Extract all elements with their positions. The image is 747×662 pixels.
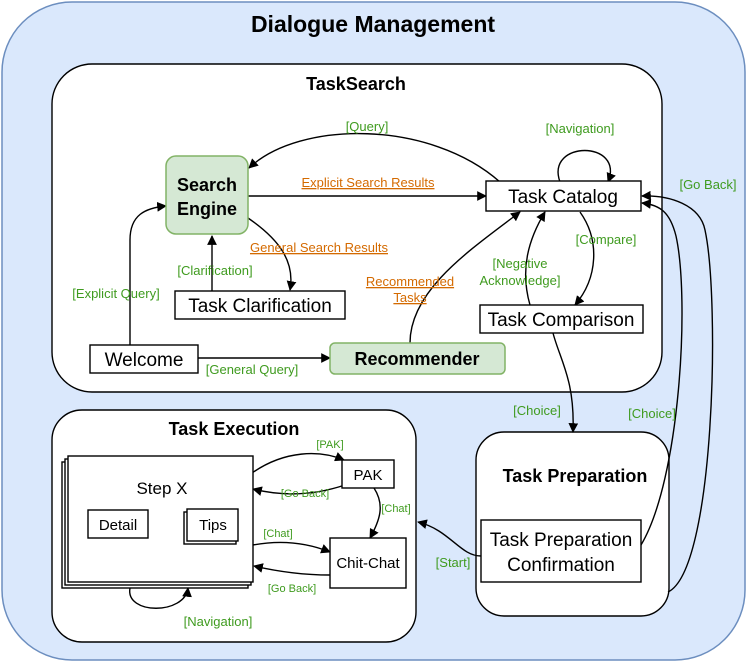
node-search-engine-label-2: Engine: [177, 199, 237, 219]
edge-explicit-query: [129, 201, 167, 345]
node-task-preparation-confirmation: [480, 519, 642, 583]
edge-label-choice-comparison: [Choice]: [513, 403, 561, 418]
edge-label-compare: [Compare]: [576, 232, 637, 247]
node-pak-label: PAK: [354, 467, 383, 484]
edge-go-back-catalog: [641, 190, 714, 593]
edge-go-back-chat: [253, 563, 331, 576]
edge-query: [248, 132, 501, 183]
task-execution-title: Task Execution: [169, 419, 300, 439]
node-welcome-label: Welcome: [105, 350, 184, 371]
task-search-title: TaskSearch: [306, 74, 406, 94]
edge-label-negative-1: [Negative: [493, 256, 548, 271]
edge-label-query: [Query]: [346, 119, 389, 134]
node-tips: [186, 508, 239, 542]
edge-label-recommended-2: Tasks: [393, 290, 427, 305]
node-recommender-label: Recommender: [354, 349, 479, 369]
edge-navigation-catalog: [557, 149, 616, 183]
edge-start: [417, 519, 482, 557]
edge-label-chat-pak: [Chat]: [381, 503, 410, 515]
edge-label-pak: [PAK]: [316, 439, 343, 451]
edge-label-clarification: [Clarification]: [177, 263, 252, 278]
edge-label-start: [Start]: [436, 555, 471, 570]
edge-label-go-back-catalog: [Go Back]: [679, 177, 736, 192]
node-prep-conf-label-1: Task Preparation: [490, 530, 633, 551]
node-task-comparison: [479, 304, 644, 334]
edge-label-chat-step: [Chat]: [263, 528, 292, 540]
node-tips-label: Tips: [199, 517, 227, 534]
edge-label-recommended-1: Recommended: [366, 274, 454, 289]
edge-label-general-search-results: General Search Results: [250, 240, 389, 255]
task-preparation-title: Task Preparation: [503, 466, 648, 486]
node-welcome: [89, 344, 199, 374]
node-recommender: [329, 342, 506, 375]
edge-chat-step: [252, 541, 331, 554]
node-task-comparison-label: Task Comparison: [488, 310, 635, 331]
edge-label-explicit-query: [Explicit Query]: [72, 286, 159, 301]
edge-label-go-back-chat: [Go Back]: [268, 583, 316, 595]
node-task-clarification-label: Task Clarification: [188, 296, 332, 317]
node-chit-chat: [329, 537, 407, 589]
edge-navigation-step: [129, 587, 192, 609]
node-pak: [341, 459, 395, 489]
edge-choice-comparison: [552, 332, 579, 433]
node-search-engine-label-1: Search: [177, 175, 237, 195]
node-search-engine: [165, 155, 249, 235]
edge-chat-pak: [369, 487, 381, 539]
node-detail-label: Detail: [99, 517, 137, 534]
node-task-catalog-label: Task Catalog: [508, 187, 618, 208]
node-prep-conf-label-2: Confirmation: [507, 555, 615, 576]
node-step-x-label: Step X: [136, 479, 187, 498]
node-chit-chat-label: Chit-Chat: [336, 555, 400, 572]
node-task-clarification: [174, 290, 346, 320]
edge-label-general-query: [General Query]: [206, 362, 299, 377]
edge-label-choice-prep: [Choice]: [628, 406, 676, 421]
node-detail: [87, 509, 149, 539]
edge-pak: [251, 452, 345, 474]
edge-recommended-tasks: [409, 211, 521, 344]
edge-label-navigation-catalog: [Navigation]: [546, 121, 615, 136]
edge-label-negative-2: Acknowledge]: [480, 273, 561, 288]
edge-general-search-results: [247, 217, 297, 291]
node-task-catalog: [485, 180, 642, 212]
diagram-title: Dialogue Management: [251, 11, 495, 37]
edge-choice-prep: [640, 199, 683, 546]
edge-label-explicit-search-results: Explicit Search Results: [302, 175, 435, 190]
edge-compare: [574, 211, 595, 306]
edge-label-navigation-step: [Navigation]: [184, 614, 253, 629]
edge-label-go-back-pak: [Go Back]: [281, 488, 329, 500]
edge-go-back-pak: [252, 484, 346, 496]
edge-negative-acknowledge: [524, 211, 546, 306]
